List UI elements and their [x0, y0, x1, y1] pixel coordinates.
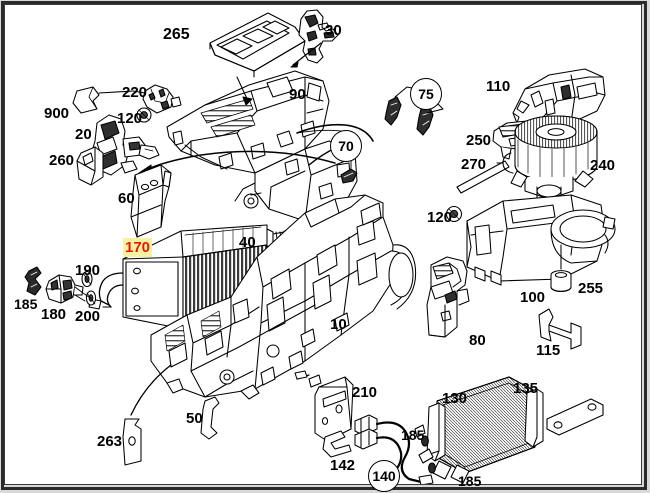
- callout-60[interactable]: 60: [118, 190, 135, 207]
- callout-185c[interactable]: 185: [458, 473, 482, 489]
- part-270-sealing-strip: [456, 160, 510, 194]
- callout-110[interactable]: 110: [486, 78, 511, 95]
- callout-100[interactable]: 100: [520, 289, 546, 306]
- callout-30[interactable]: 30: [325, 22, 342, 39]
- part-30-actuator-motor: [298, 9, 339, 64]
- part-115-retaining-clip: [538, 308, 582, 350]
- part-190-o-ring: [81, 270, 93, 288]
- part-tube-upper: [296, 123, 374, 142]
- callout-255[interactable]: 255: [578, 280, 604, 297]
- callout-120b[interactable]: 120: [427, 209, 453, 226]
- part-210-cover-plate: [294, 370, 354, 442]
- callout-80[interactable]: 80: [469, 332, 486, 349]
- highlighted-part-number: 170: [123, 238, 153, 257]
- part-90-housing-upper-cover: [166, 70, 330, 174]
- callout-170[interactable]: 170: [123, 238, 153, 257]
- parts-diagram-svg: [24, 9, 616, 484]
- leader-expansion-link: [74, 286, 90, 298]
- part-263-bracket: [122, 418, 142, 466]
- callout-135[interactable]: 135: [513, 380, 539, 397]
- leader-265: [236, 76, 249, 102]
- part-185-seal-left: [24, 266, 42, 296]
- callout-50[interactable]: 50: [186, 410, 203, 427]
- callout-240[interactable]: 240: [590, 157, 616, 174]
- leader-900: [98, 90, 134, 94]
- part-130-heater-core: [414, 376, 544, 484]
- callout-10[interactable]: 10: [330, 316, 347, 333]
- callout-75[interactable]: 75: [410, 78, 442, 110]
- part-240-blower-motor-fan: [496, 115, 598, 202]
- leader-sweep-left: [142, 150, 336, 172]
- callout-210[interactable]: 210: [352, 384, 378, 401]
- part-120-grommet-lower: [445, 205, 463, 223]
- part-75-retaining-clips: [384, 86, 444, 136]
- callout-70[interactable]: 70: [330, 130, 362, 162]
- part-110-blower-cover: [512, 68, 606, 128]
- leader-30: [292, 42, 322, 66]
- part-900-foam-seal: [72, 86, 100, 114]
- callout-90[interactable]: 90: [289, 86, 306, 103]
- part-10-heater-ac-housing: [150, 194, 417, 400]
- leader-263: [130, 364, 172, 416]
- part-142-hose-clip: [322, 430, 352, 458]
- callout-270[interactable]: 270: [461, 156, 487, 173]
- part-255-bushing: [550, 270, 572, 292]
- callout-115[interactable]: 115: [536, 342, 561, 359]
- part-265-cabin-air-filter: [209, 12, 306, 78]
- callout-142[interactable]: 142: [330, 457, 356, 474]
- callout-180[interactable]: 180: [41, 306, 67, 323]
- callout-200[interactable]: 200: [75, 308, 101, 325]
- callout-265[interactable]: 265: [163, 26, 190, 43]
- callout-260[interactable]: 260: [49, 152, 75, 169]
- part-200-o-ring: [85, 290, 97, 306]
- part-185-seal-heater: [421, 435, 436, 474]
- callout-140[interactable]: 140: [368, 460, 400, 492]
- part-260-sensor-housing: [76, 146, 104, 186]
- callout-220[interactable]: 220: [122, 84, 148, 101]
- callout-120a[interactable]: 120: [117, 110, 143, 127]
- callout-185a[interactable]: 185: [14, 296, 38, 312]
- leader-220: [132, 90, 146, 94]
- callout-250[interactable]: 250: [466, 132, 492, 149]
- callout-130[interactable]: 130: [442, 390, 468, 407]
- callout-185b[interactable]: 185: [401, 427, 425, 443]
- part-60-air-duct: [130, 164, 172, 238]
- part-120-grommet-upper: [136, 107, 152, 123]
- part-220-linkage-lever: [142, 84, 182, 114]
- callout-40[interactable]: 40: [239, 234, 256, 251]
- callout-20[interactable]: 20: [75, 126, 92, 143]
- callout-900[interactable]: 900: [44, 105, 70, 122]
- callout-190[interactable]: 190: [75, 262, 101, 279]
- part-80-air-duct-bracket: [426, 256, 470, 338]
- part-100-blower-housing: [466, 194, 616, 286]
- callout-263[interactable]: 263: [97, 433, 123, 450]
- part-135-mounting-bracket: [546, 398, 604, 436]
- part-50-clip: [200, 396, 220, 440]
